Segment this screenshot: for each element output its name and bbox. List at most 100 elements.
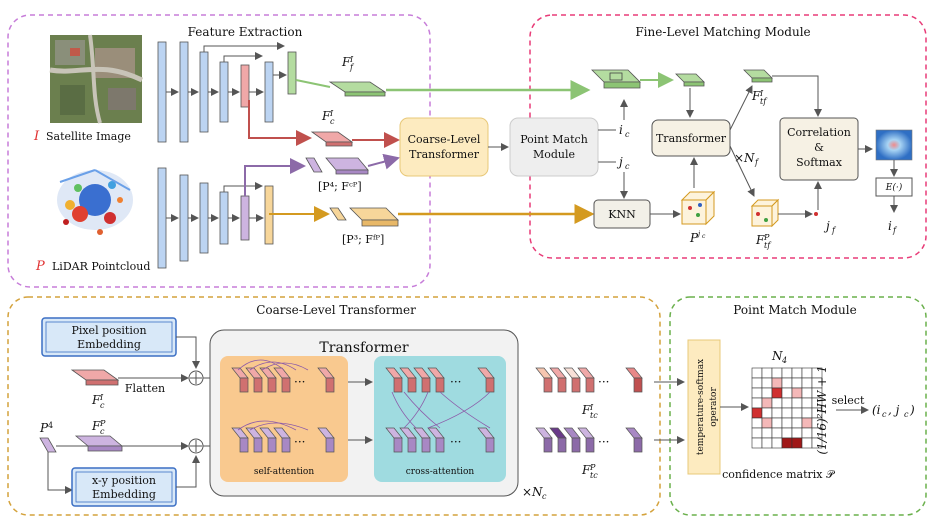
panel-coarse-transformer bbox=[7, 296, 661, 516]
matrix-cell bbox=[781, 427, 793, 439]
token-image bbox=[385, 367, 403, 393]
satellite-image bbox=[49, 34, 144, 124]
panel-point-match bbox=[669, 296, 927, 516]
matrix-cell bbox=[771, 407, 783, 419]
sup-tcP: P bbox=[589, 463, 596, 472]
bot-sup-4: 4 bbox=[48, 421, 53, 430]
fine-feature-image bbox=[743, 69, 773, 83]
label-F-f-I: F bbox=[341, 55, 351, 69]
token-point bbox=[259, 427, 277, 453]
token-image bbox=[317, 367, 335, 393]
coarse-box-line1: Coarse-Level bbox=[408, 133, 481, 146]
matrix-cell bbox=[781, 387, 793, 399]
sup-tfP: P bbox=[763, 233, 770, 242]
sup-jc: j bbox=[696, 230, 701, 238]
matrix-cell bbox=[761, 407, 773, 419]
arrow-coarse-image bbox=[248, 100, 312, 146]
fine-feature-point-cube bbox=[750, 198, 780, 228]
out-close: ) bbox=[909, 403, 915, 417]
ellipsis: ··· bbox=[294, 435, 305, 449]
matrix-cell bbox=[791, 377, 803, 389]
panel-title-fine-matching: Fine-Level Matching Module bbox=[635, 25, 810, 39]
matrix-cell bbox=[781, 377, 793, 389]
corr-line1: Correlation bbox=[787, 126, 851, 139]
heatmap-icon bbox=[875, 129, 913, 161]
lidar-label: LiDAR Pointcloud bbox=[52, 260, 150, 273]
matrix-cell bbox=[751, 437, 763, 449]
sub-if: f bbox=[892, 226, 898, 235]
bottom-label-FcI: F bbox=[91, 393, 101, 407]
token-point bbox=[273, 427, 291, 453]
panel-title-coarse-transformer: Coarse-Level Transformer bbox=[256, 303, 416, 317]
panel-title-point-match: Point Match Module bbox=[733, 303, 856, 317]
corr-line2: & bbox=[814, 141, 824, 154]
label-p4-fcp: [P⁴; Fᶜᴾ] bbox=[318, 180, 362, 193]
lidar-letter: P bbox=[35, 259, 45, 274]
label-jf: j bbox=[823, 219, 830, 233]
token-image bbox=[477, 367, 495, 393]
matrix-cell bbox=[761, 437, 773, 449]
fine-transformer-box bbox=[651, 119, 731, 157]
matrix-cell bbox=[751, 387, 763, 399]
bottom-coarse-image-map bbox=[70, 369, 120, 386]
point-match-line1: Point Match bbox=[520, 133, 588, 146]
token-image bbox=[231, 367, 249, 393]
ellipsis: ··· bbox=[450, 375, 461, 389]
sub-jf: f bbox=[831, 226, 837, 235]
feature-map-fine-image bbox=[328, 81, 387, 97]
output-pair: (i bbox=[872, 403, 881, 417]
add-op-top bbox=[188, 370, 204, 386]
matrix-cell bbox=[801, 397, 813, 409]
token-image bbox=[413, 367, 431, 393]
matrix-cell bbox=[811, 437, 823, 449]
point-cube-pjc bbox=[680, 190, 716, 226]
matrix-cell bbox=[791, 407, 803, 419]
self-attention-label: self-attention bbox=[254, 467, 315, 477]
sub-f: f bbox=[349, 63, 355, 72]
sub-tfP: tf bbox=[764, 241, 772, 250]
knn-label: KNN bbox=[608, 208, 636, 221]
lidar-pointcloud bbox=[57, 169, 133, 235]
label-Ftc-I: F bbox=[581, 403, 591, 417]
flatten-label: Flatten bbox=[125, 382, 165, 395]
sup-tfI: I bbox=[759, 89, 764, 98]
temperature-softmax-box bbox=[687, 339, 721, 475]
label-if: i bbox=[888, 219, 892, 233]
arrow-p4 bbox=[244, 158, 306, 196]
sub-jc: c bbox=[625, 162, 630, 171]
satellite-letter: I bbox=[33, 129, 40, 144]
matrix-cell bbox=[771, 377, 783, 389]
sub-tcI: tc bbox=[590, 411, 598, 420]
jf-point bbox=[814, 212, 818, 216]
times-nc: ×N bbox=[522, 485, 543, 499]
sub-nc: c bbox=[542, 492, 547, 501]
matrix-cell bbox=[801, 377, 813, 389]
bottom-label-p4: P bbox=[39, 421, 49, 435]
sub-ic: c bbox=[625, 130, 630, 139]
matrix-cell bbox=[751, 377, 763, 389]
matrix-cell bbox=[771, 427, 783, 439]
matrix-cell bbox=[791, 397, 803, 409]
matrix-cell bbox=[781, 437, 793, 449]
token-image bbox=[245, 367, 263, 393]
sub-n4: 4 bbox=[781, 356, 787, 365]
bot-sup-P: P bbox=[99, 419, 106, 428]
matrix-cell bbox=[781, 407, 793, 419]
sub-tf: tf bbox=[760, 97, 768, 106]
token-point bbox=[245, 427, 263, 453]
panel-title-feature-extraction: Feature Extraction bbox=[188, 25, 303, 39]
token-image bbox=[427, 367, 445, 393]
matrix-cell bbox=[801, 367, 813, 379]
bottom-label-FcP: F bbox=[91, 419, 101, 433]
matrix-cell bbox=[791, 427, 803, 439]
output-token-point bbox=[535, 427, 553, 453]
matrix-cell bbox=[761, 377, 773, 389]
output-token-point bbox=[625, 427, 643, 453]
coarse-box-line2: Transformer bbox=[409, 148, 480, 161]
matrix-cell bbox=[791, 437, 803, 449]
feature-map-coarse-image bbox=[310, 131, 354, 147]
sub-out-jc: c bbox=[904, 410, 909, 419]
feature-map-p4 bbox=[305, 157, 369, 175]
matrix-cell bbox=[791, 367, 803, 379]
